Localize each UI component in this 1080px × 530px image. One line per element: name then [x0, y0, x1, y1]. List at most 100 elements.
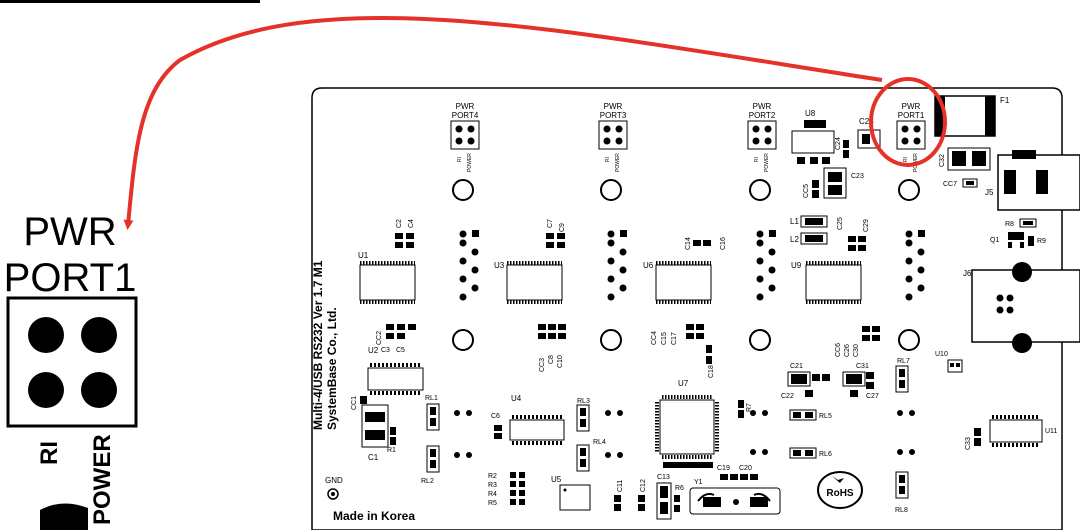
cropped-text-fragment	[0, 0, 260, 3]
svg-text:U8: U8	[805, 109, 816, 118]
zoomed-pwr-port1: PWR PORT1 RI POWER	[4, 210, 138, 530]
relays: RL1 RL2 RL3 RL4 RL5 RL6 RL7 RL8	[421, 358, 910, 514]
zoom-pin	[28, 372, 64, 408]
svg-text:F1: F1	[1000, 96, 1010, 105]
gnd-pad-center	[331, 492, 335, 496]
port1-line1: PWR	[902, 102, 921, 111]
port3-hole	[600, 179, 622, 201]
svg-text:C21: C21	[790, 363, 803, 370]
inductors: L1 L2	[790, 215, 828, 245]
crystal-y1: C13 R6 Y1	[656, 474, 781, 520]
port4-hole	[452, 179, 474, 201]
svg-text:C31: C31	[856, 363, 869, 370]
ic-u4: U4 C6	[491, 394, 565, 445]
zoom-pin-ri: RI	[36, 441, 63, 465]
zoom-header-box	[6, 296, 138, 428]
svg-text:R7: R7	[746, 403, 753, 412]
pwr-port3: PWR PORT3 RI POWER	[598, 102, 628, 201]
svg-text:C3: C3	[381, 347, 390, 354]
mount-hole	[749, 329, 771, 351]
made-in-text: Made in Korea	[333, 509, 415, 523]
port1-line2: PORT1	[898, 111, 925, 120]
port4-header	[450, 120, 480, 150]
svg-text:C14: C14	[685, 237, 692, 250]
svg-text:R6: R6	[675, 485, 684, 492]
port4-line2: PORT4	[452, 111, 479, 120]
svg-text:C26: C26	[844, 344, 851, 357]
svg-text:C12: C12	[640, 479, 647, 492]
ic-u2: U2 CC1 C1 R1	[351, 346, 424, 462]
zoom-port-label: PORT1	[4, 256, 137, 300]
svg-text:Y1: Y1	[694, 479, 703, 486]
ic-u5: R2 R3 R4 R5 U5 C11 C12	[488, 472, 647, 511]
svg-text:C33: C33	[965, 437, 972, 450]
pcb-board: Multi-4/USB RS232 Ver 1.7 M1 SystemBase …	[311, 87, 1080, 530]
port2-line2: PORT2	[749, 111, 776, 120]
svg-text:C17: C17	[671, 332, 678, 345]
svg-text:U6: U6	[643, 261, 654, 270]
svg-text:RL4: RL4	[593, 439, 606, 446]
svg-text:J5: J5	[985, 188, 994, 197]
port1-pin-ri: RI	[903, 157, 909, 162]
svg-text:C10: C10	[557, 355, 564, 368]
port4-pin-ri: RI	[457, 157, 463, 162]
rohs-logo: RoHS	[817, 471, 863, 509]
svg-text:U10: U10	[935, 351, 948, 358]
svg-text:RL3: RL3	[577, 398, 590, 405]
board-model-text: Multi-4/USB RS232 Ver 1.7 M1	[311, 260, 325, 430]
port2-header	[747, 120, 777, 150]
cap-group: C2 C4 C7 C9 C14 C16 C25 C29 CC2 C3 C5 CC…	[376, 217, 880, 378]
svg-text:C16: C16	[720, 237, 727, 250]
svg-text:C24: C24	[835, 137, 842, 150]
svg-text:C9: C9	[559, 223, 566, 232]
port3-pin-power: POWER	[615, 153, 621, 172]
zoom-pin	[28, 317, 64, 353]
callout-arrow	[123, 16, 883, 230]
port2-pin-ri: RI	[754, 157, 760, 162]
svg-text:U11: U11	[1045, 428, 1057, 435]
svg-text:U3: U3	[494, 261, 505, 270]
ic-u7: U7 R7 C19 C20	[655, 379, 758, 480]
svg-text:C19: C19	[717, 465, 730, 472]
svg-text:RL6: RL6	[819, 451, 832, 458]
port1-hole	[898, 179, 920, 201]
zoom-header: PWR	[23, 210, 116, 254]
port3-line2: PORT3	[600, 111, 627, 120]
svg-text:C4: C4	[408, 219, 415, 228]
connector-j5: J5	[985, 150, 1080, 211]
connector-j6: J6	[963, 262, 1080, 353]
ic-u11: U11 C33	[965, 415, 1057, 450]
pad-pairs	[454, 410, 915, 458]
ic-u10: U10	[935, 351, 963, 373]
svg-text:U2: U2	[368, 346, 379, 355]
svg-text:U7: U7	[678, 379, 689, 388]
svg-text:RL2: RL2	[421, 478, 434, 485]
ic-u1: U1	[358, 251, 416, 304]
svg-text:CC2: CC2	[376, 331, 383, 345]
svg-text:RL8: RL8	[895, 507, 908, 514]
svg-text:C5: C5	[396, 347, 405, 354]
svg-text:R3: R3	[488, 482, 497, 489]
svg-text:C18: C18	[708, 365, 715, 378]
svg-text:CC7: CC7	[943, 181, 957, 188]
svg-text:L2: L2	[790, 235, 799, 244]
svg-text:C27: C27	[866, 393, 879, 400]
mount-hole	[600, 329, 622, 351]
svg-text:R8: R8	[1005, 221, 1014, 228]
svg-text:C7: C7	[547, 219, 554, 228]
port3-pin-ri: RI	[605, 157, 611, 162]
svg-text:J6: J6	[963, 269, 972, 278]
svg-text:CC3: CC3	[539, 358, 546, 372]
svg-text:C30: C30	[853, 344, 860, 357]
svg-text:C6: C6	[491, 413, 500, 420]
svg-text:C22: C22	[781, 393, 794, 400]
svg-text:C11: C11	[617, 480, 624, 492]
zoom-pin	[81, 372, 117, 408]
serial-header-2	[607, 230, 627, 301]
ic-u9: U9	[791, 261, 862, 304]
board-maker-text: SystemBase Co., Ltd.	[325, 307, 339, 430]
serial-header-3	[756, 230, 776, 301]
svg-text:C1: C1	[368, 453, 379, 462]
pwr-port2: PWR PORT2 RI POWER	[747, 102, 777, 201]
